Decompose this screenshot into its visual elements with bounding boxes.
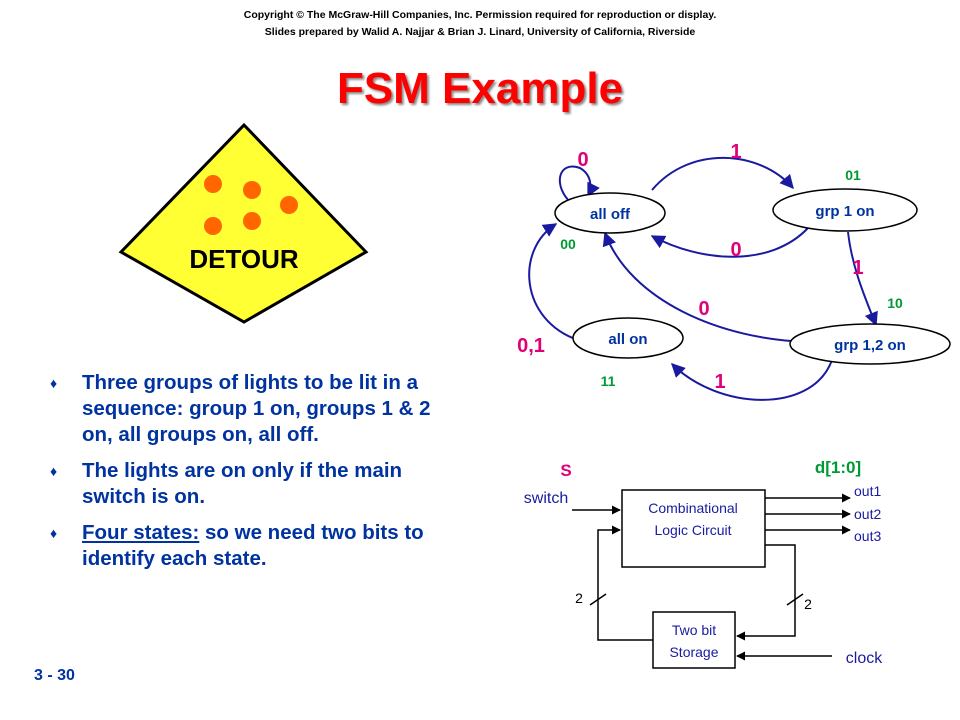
state-name: all off [590,206,631,223]
output-name: out2 [854,506,881,522]
transition-label: 1 [852,257,863,279]
diamond-bullet-icon: ♦ [50,525,58,541]
detour-dot [204,175,222,193]
feedback-wire-left [597,525,653,641]
bullet-item: ♦ The lights are on only if the main swi… [50,458,450,510]
detour-diamond [118,122,369,324]
clock-label: clock [846,650,883,667]
transition-all-off-to-grp1 [651,156,794,191]
state-grp12-on: grp 1,2 on [789,323,951,365]
slide-credits: Slides prepared by Walid A. Najjar & Bri… [264,26,696,38]
input-name: switch [524,490,568,507]
state-code: 11 [601,373,616,389]
diamond-bullet-icon: ♦ [50,463,58,479]
logic-block-text: Logic Circuit [654,522,731,538]
detour-dot [280,196,298,214]
bullet-underlined-text: Four states: [82,521,200,544]
transition-label: 0,1 [517,335,545,357]
feedback-wire-right [736,544,796,641]
transition-label: 0 [730,239,741,261]
transition-grp1-to-grp12 [847,231,878,327]
state-all-off: all off [554,192,666,234]
input-signal-label: S [560,461,571,480]
transition-all-on-to-all-off [528,223,579,341]
transition-label: 1 [730,141,741,163]
transition-label: 1 [714,371,725,393]
detour-dot [243,181,261,199]
state-name: grp 1,2 on [834,337,906,354]
page-number: 3 - 30 [34,667,75,684]
bus-width-label: 2 [804,596,812,612]
slide-title: FSM Example [336,64,624,113]
bullet-list: ♦ Three groups of lights to be lit in a … [50,370,450,582]
bus-slash [786,593,804,606]
output-name: out3 [854,528,881,544]
bus-slash [589,593,607,606]
state-name: grp 1 on [815,203,874,220]
output-name: out1 [854,483,881,499]
state-code: 01 [845,167,861,183]
logic-block-text: Combinational [648,500,738,516]
storage-text: Two bit [672,622,716,638]
transition-grp1-to-all-off [650,227,809,258]
bullet-text: Three groups of lights to be lit in a se… [82,371,431,446]
state-code: 10 [887,295,903,311]
transition-label: 0 [698,298,709,320]
state-code: 00 [560,236,576,252]
copyright-notice: Copyright © The McGraw-Hill Companies, I… [243,9,717,21]
storage-block: Two bit Storage [652,611,736,669]
output-bus-label: d[1:0] [815,458,861,477]
detour-dot [204,217,222,235]
bus-width-label: 2 [575,590,583,606]
transition-self-loop-all-off [558,165,600,205]
combinational-logic-block: Combinational Logic Circuit [621,489,766,568]
state-grp1-on: grp 1 on [772,188,918,232]
detour-dot [243,212,261,230]
transition-label: 0 [577,149,588,171]
transition-grp12-to-all-on [671,359,833,401]
storage-text: Storage [669,644,718,660]
transition-grp12-to-all-off [602,231,811,343]
bullet-text: so we need two bits to identify each sta… [82,521,424,570]
diamond-bullet-icon: ♦ [50,375,58,391]
state-all-on: all on [572,317,684,359]
bullet-item: ♦ Three groups of lights to be lit in a … [50,370,450,448]
bullet-item: ♦ Four states: so we need two bits to id… [50,520,450,572]
bullet-text: The lights are on only if the main switc… [82,459,403,508]
state-name: all on [608,331,647,348]
detour-label: DETOUR [189,244,299,274]
